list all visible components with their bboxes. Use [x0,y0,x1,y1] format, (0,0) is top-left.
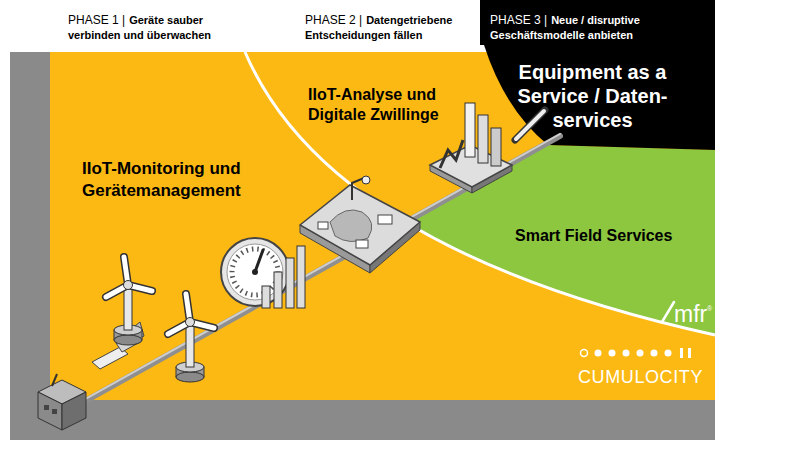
logo-text: CUMULOCITY [578,366,703,388]
logo-slash [662,302,674,322]
gateway-port [44,405,49,410]
phase-number: PHASE 1 | [68,13,125,27]
chart-platform-side [430,165,472,193]
band-heading: IIoT-Analyse und Digitale Zwillinge [308,85,483,125]
phase-number: PHASE 3 | [490,13,547,27]
gateway-box-left [38,392,62,430]
gauge-ticks [232,249,278,295]
region-heading: Smart Field Services [515,226,705,246]
twin-table-side [300,225,370,273]
gauge-hub [252,269,258,275]
twin-lamp-head [362,176,370,184]
chart-platform-top [430,145,512,187]
process-path [55,136,560,418]
robot-arm [130,322,144,340]
gauge-rim [221,238,289,306]
bar [478,115,488,163]
wind-turbine [106,257,152,345]
pen [515,110,545,140]
phase-label: PHASE 3 |Neue / disruptive Geschäftsmode… [490,12,700,42]
bar [297,246,305,308]
phase-number: PHASE 2 | [305,13,362,27]
gauge-needle [255,250,263,272]
gateway-box-top [38,380,86,404]
twin-lamp [352,178,364,200]
logo-dot [665,350,672,357]
gateway-box-right [62,392,86,430]
gauge-face [227,244,283,300]
phase-label: PHASE 1 |Geräte sauber verbinden und übe… [68,12,243,42]
robot-arm [116,333,140,352]
service-region-outline [484,45,715,150]
wind-turbine [168,294,214,382]
phase-header-box: PHASE 3 |Neue / disruptive Geschäftsmode… [480,0,715,45]
logo-bar [688,348,691,358]
twin-table-top [300,185,420,265]
region-heading: Equipment as a Service / Daten-services [505,60,680,132]
bar [491,128,501,166]
band-heading: IIoT-Monitoring und Gerätemanagement [82,158,282,202]
field-service-region-outline [405,145,715,335]
trend-line [440,140,463,168]
phase-label: PHASE 2 |Datengetriebene Entscheidungen … [305,12,490,42]
bar [286,258,294,308]
logo-bar [680,348,683,358]
gateway-port [52,409,57,414]
logo-dot [637,350,644,357]
logo-text: mfr [674,301,707,327]
bar [274,272,282,308]
logo-dot [581,350,588,357]
gateway-antenna [52,374,57,386]
process-path-highlight [55,134,560,416]
twin-object [378,215,392,224]
chart-platform-side [472,165,512,193]
pen-body [516,111,544,139]
twin-table-side [370,222,420,273]
phase-divider-arc [245,52,715,335]
robot-arm [92,347,128,369]
twin-map [330,210,372,242]
bar [465,103,475,157]
logo-dot [651,350,658,357]
twin-object [318,222,328,229]
logo-dot [595,350,602,357]
field-service-region: Smart Field Services [400,140,715,340]
logo-dot [623,350,630,357]
logo-registered-mark: ® [707,305,712,313]
bar [262,286,270,308]
logo-dot [609,350,616,357]
service-region: Equipment as a Service / Daten-services [480,45,715,155]
twin-object [356,240,368,248]
